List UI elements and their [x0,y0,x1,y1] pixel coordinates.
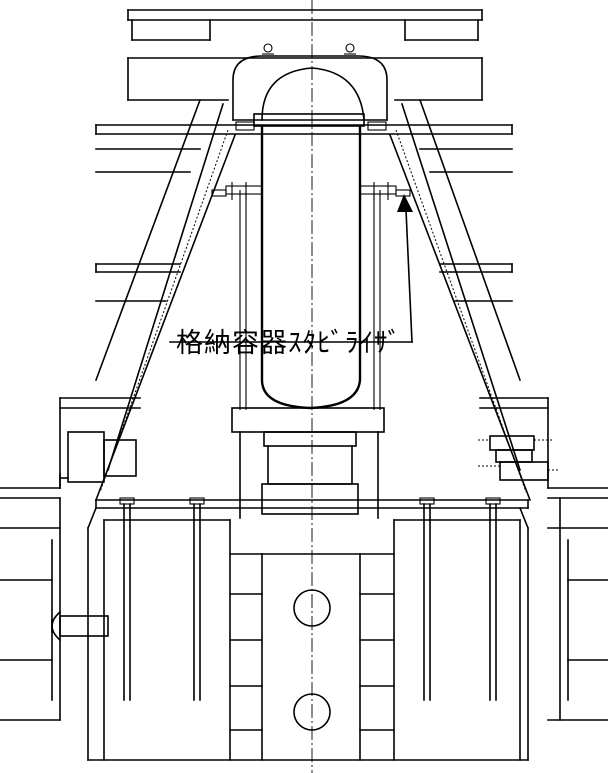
upper-floor-slabs [0,9,608,499]
containment-cone [94,98,532,502]
right-component [478,435,560,481]
top-head [232,43,388,121]
anchor-bolt [189,497,205,701]
stabilizer-right [359,121,411,200]
stabilizer-left [211,121,263,200]
vessel-skirt [231,407,385,519]
anchor-bolt [119,497,135,701]
outer-walls [0,497,608,721]
left-nozzle [59,431,137,489]
stabilizer-callout-label: 格納容器ｽﾀﾋﾞﾗｲｻﾞ [176,328,402,359]
anchor-bolt [419,497,435,701]
anchor-bolts [119,497,501,701]
anchor-bolt [485,497,501,701]
callout-leader [169,194,413,343]
lower-pedestal [87,519,529,761]
pressure-vessel [239,113,381,410]
